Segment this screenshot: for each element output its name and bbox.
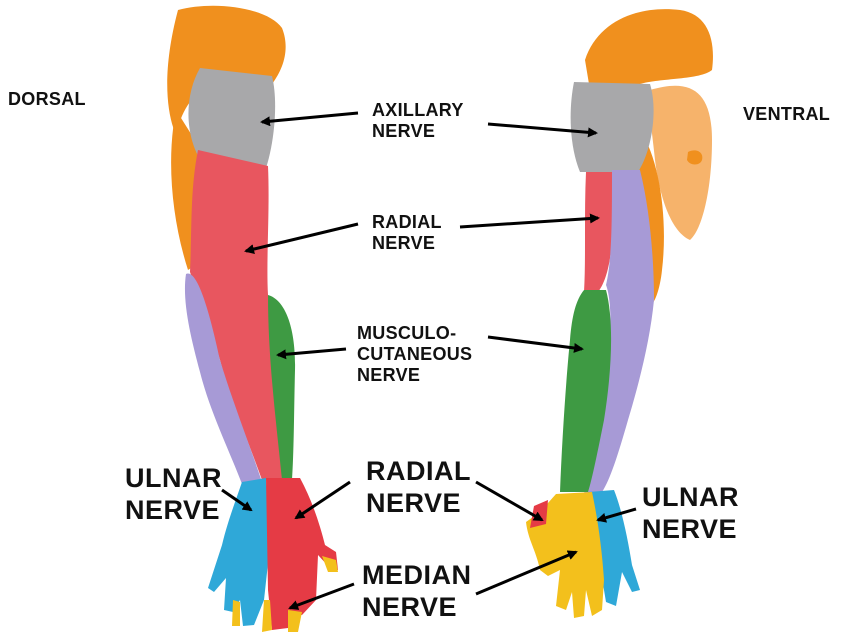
ulnar-nerve-dorsal-label: ULNAR NERVE: [125, 463, 222, 527]
axillary-nerve-label: AXILLARY NERVE: [372, 100, 464, 142]
axillary-nerve-label-line-1: AXILLARY: [372, 100, 464, 121]
ulnar-dorsal-label-line-2: NERVE: [125, 495, 222, 527]
ventral-axillary-region: [571, 82, 654, 172]
ulnar-ventral-label-line-2: NERVE: [642, 514, 739, 546]
median-nerve-label: MEDIAN NERVE: [362, 560, 472, 624]
radial-hand-label-line-1: RADIAL: [366, 456, 471, 488]
arrow-axillary-dorsal: [262, 113, 358, 122]
median-label-line-2: NERVE: [362, 592, 472, 624]
dorsal-arm: [167, 6, 338, 632]
radial-nerve-arm-label-line-2: NERVE: [372, 233, 442, 254]
musculocutaneous-label-line-2: CUTANEOUS: [357, 344, 472, 365]
musculocutaneous-nerve-label: MUSCULO- CUTANEOUS NERVE: [357, 323, 472, 387]
ventral-nipple: [687, 150, 702, 164]
median-label-line-1: MEDIAN: [362, 560, 472, 592]
axillary-nerve-label-line-2: NERVE: [372, 121, 464, 142]
ventral-radial-arm-region: [584, 172, 612, 292]
arrow-musculocutaneous-ventral: [488, 337, 582, 349]
arrow-radial-ventral: [460, 218, 598, 227]
ventral-view-label: VENTRAL: [743, 104, 830, 125]
dorsal-view-label: DORSAL: [8, 89, 86, 110]
ulnar-ventral-label-line-1: ULNAR: [642, 482, 739, 514]
radial-nerve-arm-label: RADIAL NERVE: [372, 212, 442, 254]
ulnar-nerve-ventral-label: ULNAR NERVE: [642, 482, 739, 546]
dorsal-radial-hand-region: [266, 478, 338, 630]
radial-hand-label-line-2: NERVE: [366, 488, 471, 520]
musculocutaneous-label-line-3: NERVE: [357, 365, 472, 386]
musculocutaneous-label-line-1: MUSCULO-: [357, 323, 472, 344]
ulnar-dorsal-label-line-1: ULNAR: [125, 463, 222, 495]
ventral-shoulder-region: [585, 9, 713, 90]
radial-nerve-hand-label: RADIAL NERVE: [366, 456, 471, 520]
radial-nerve-arm-label-line-1: RADIAL: [372, 212, 442, 233]
arrow-radial-hand-ventral: [476, 482, 542, 520]
